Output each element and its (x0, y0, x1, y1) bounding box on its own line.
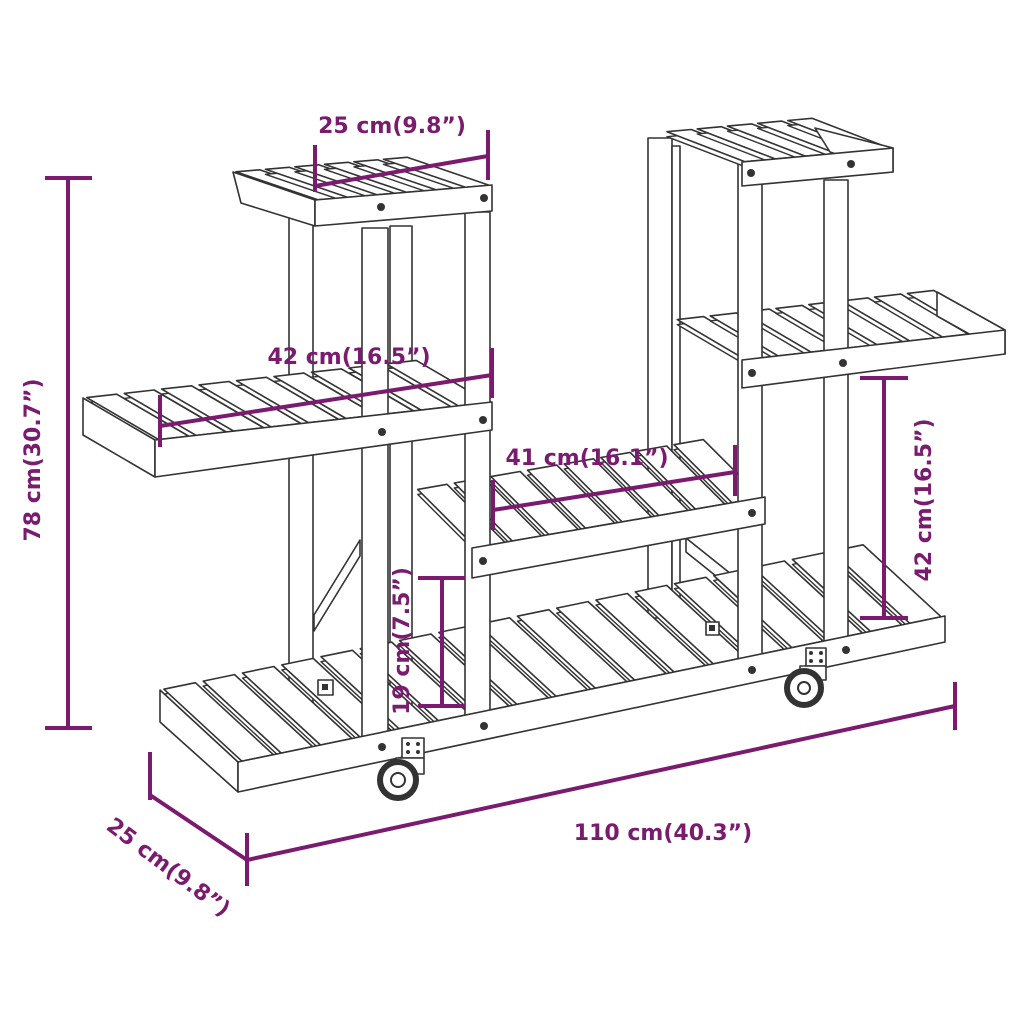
screw (377, 203, 385, 211)
top-left-shelf-front-board (314, 184, 493, 227)
screws (377, 160, 855, 751)
left-shelf-front-board (154, 401, 493, 478)
screw (479, 416, 487, 424)
caster-bolt (809, 659, 813, 663)
screw (748, 509, 756, 517)
screw (747, 169, 755, 177)
dimension-line (148, 793, 249, 862)
dimension-line (492, 470, 736, 512)
caster-bolt (406, 750, 410, 754)
top-right-shelf-front-board (741, 147, 894, 187)
caster-hub (797, 681, 811, 695)
screw (479, 557, 487, 565)
label-overall-length: 110 cm(40.3”) (574, 821, 752, 846)
front-right-outer-post (823, 179, 849, 647)
left-tower-brace (313, 539, 361, 632)
dimension-overall-depth (148, 752, 249, 862)
dimension-middle-shelf-clearance (418, 576, 465, 708)
dimension-line (159, 373, 493, 428)
dimension-lines (45, 130, 957, 886)
label-right-shelf-spacing: 42 cm(16.5”) (912, 418, 937, 581)
middle-shelf-front-board (471, 496, 766, 579)
left-shelf-slats (85, 359, 490, 446)
caster-bolt (819, 651, 823, 655)
front-left-caster (377, 737, 425, 801)
front-boards (154, 147, 1006, 793)
label-middle-shelf-clearance: 19 cm(7.5”) (390, 567, 415, 715)
caster-bolt (819, 659, 823, 663)
dimension-right-shelf-spacing (860, 376, 908, 620)
front-right-caster (784, 647, 827, 708)
label-middle-shelf-width: 41 cm(16.1”) (505, 446, 668, 471)
caster-hub (390, 772, 406, 788)
screw (480, 194, 488, 202)
label-top-shelf-width: 25 cm(9.8”) (318, 114, 466, 139)
caster-mount-plate (401, 737, 425, 759)
back-casters (317, 621, 720, 696)
back-right-caster-bolt (709, 625, 715, 631)
caster-bolt (809, 651, 813, 655)
screw (748, 369, 756, 377)
caster-mount-plate (805, 647, 827, 667)
dimension-line (246, 704, 956, 862)
screw (480, 722, 488, 730)
label-left-shelf-width: 42 cm(16.5”) (267, 345, 430, 370)
screw (378, 428, 386, 436)
screw (839, 359, 847, 367)
back-right-post (647, 137, 673, 619)
dimension-top-shelf-width (313, 130, 490, 192)
front-left-inner-post (464, 211, 491, 721)
caster-bolt (416, 750, 420, 754)
screw (748, 666, 756, 674)
screw (847, 160, 855, 168)
back-left-caster-bolt (322, 684, 328, 690)
front-right-post (737, 159, 763, 663)
front-left-post (361, 227, 389, 744)
label-overall-height: 78 cm(30.7”) (21, 378, 46, 541)
dimension-middle-shelf-width (491, 445, 737, 530)
dimension-line (314, 154, 489, 188)
dimension-left-shelf-width (158, 348, 494, 447)
label-overall-depth: 25 cm(9.8”) (101, 813, 234, 922)
caster-bolt (406, 742, 410, 746)
screw (378, 743, 386, 751)
caster-bolt (416, 742, 420, 746)
dimension-overall-height (45, 176, 92, 730)
right-shelf-front-board (741, 329, 1006, 389)
back-right-inner-post (671, 145, 681, 617)
screw (842, 646, 850, 654)
